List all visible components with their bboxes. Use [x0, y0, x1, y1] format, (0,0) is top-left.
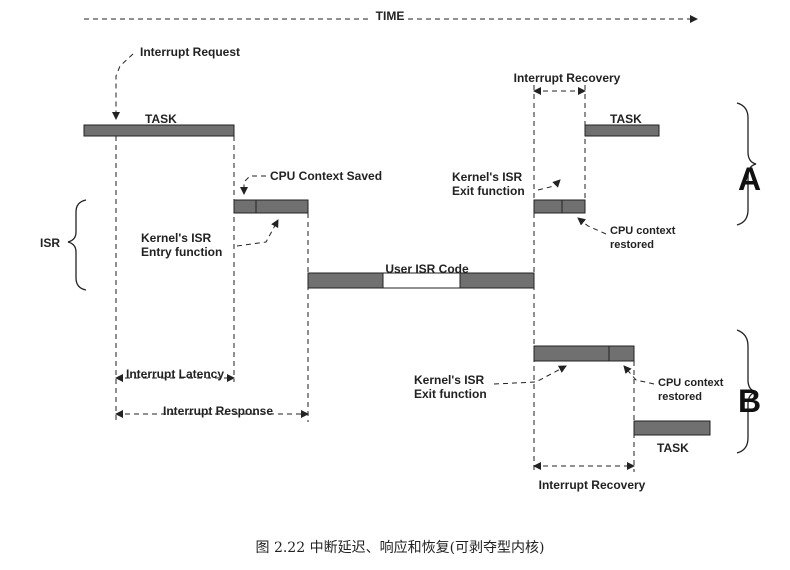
kernel-entry-bar: [255, 199, 309, 214]
cpu-context-restored-b-line1: CPU context: [658, 377, 724, 389]
section-a-brace: [736, 102, 757, 226]
cpu-context-restored-a-arrow: [577, 217, 607, 235]
task-label-top-left: TASK: [145, 112, 177, 126]
task-bar-top-left: [83, 124, 235, 137]
kernel-isr-entry-label-line2: Entry function: [141, 245, 222, 259]
kernel-isr-entry-label-line1: Kernel's ISR: [141, 231, 212, 245]
cpu-context-restored-a-line1: CPU context: [610, 225, 676, 237]
cpu-context-restored-b-arrow: [623, 365, 655, 385]
kernel-exit-bar-b: [533, 345, 610, 362]
kernel-isr-exit-b-label-line2: Exit function: [414, 387, 487, 401]
context-restore-bar-b: [608, 345, 635, 362]
time-label: TIME: [376, 9, 405, 23]
interrupt-recovery-bottom-label: Interrupt Recovery: [539, 478, 646, 492]
cpu-context-restored-b-line2: restored: [658, 391, 702, 403]
interrupt-response-label: Interrupt Response: [163, 404, 273, 418]
context-save-bar: [233, 199, 257, 214]
task-bar-bottom-right: [633, 420, 711, 436]
kernel-isr-entry-arrow: [236, 219, 279, 247]
cpu-context-saved-label: CPU Context Saved: [270, 169, 382, 183]
task-bar-top-right: [584, 124, 660, 137]
figure-caption: 图 2.22 中断延迟、响应和恢复(可剥夺型内核): [256, 539, 545, 556]
kernel-isr-exit-a-label-line1: Kernel's ISR: [452, 170, 523, 184]
interrupt-latency-label: Interrupt Latency: [126, 367, 224, 381]
kernel-isr-exit-a-arrow: [537, 179, 561, 191]
kernel-isr-exit-b-label-line1: Kernel's ISR: [414, 373, 485, 387]
user-isr-bar-right: [459, 272, 535, 289]
section-b-label: B: [738, 383, 761, 419]
interrupt-request-arrow: [112, 53, 134, 120]
user-isr-bar-left: [307, 272, 384, 289]
kernel-isr-exit-a-label-line2: Exit function: [452, 184, 525, 198]
kernel-exit-bar-a: [533, 199, 563, 214]
isr-brace: [67, 199, 87, 291]
cpu-context-saved-arrow: [240, 175, 266, 195]
user-isr-code-label: User ISR Code: [385, 262, 469, 276]
kernel-isr-exit-b-arrow: [493, 365, 567, 385]
interrupt-recovery-top-label: Interrupt Recovery: [514, 71, 621, 85]
section-a-label: A: [738, 161, 761, 197]
section-b-brace: [736, 329, 757, 454]
context-restore-bar-a: [561, 199, 586, 214]
isr-label: ISR: [40, 236, 60, 250]
task-label-top-right: TASK: [610, 112, 642, 126]
cpu-context-restored-a-line2: restored: [610, 239, 654, 251]
interrupt-request-label: Interrupt Request: [140, 45, 240, 59]
task-label-bottom-right: TASK: [657, 441, 689, 455]
